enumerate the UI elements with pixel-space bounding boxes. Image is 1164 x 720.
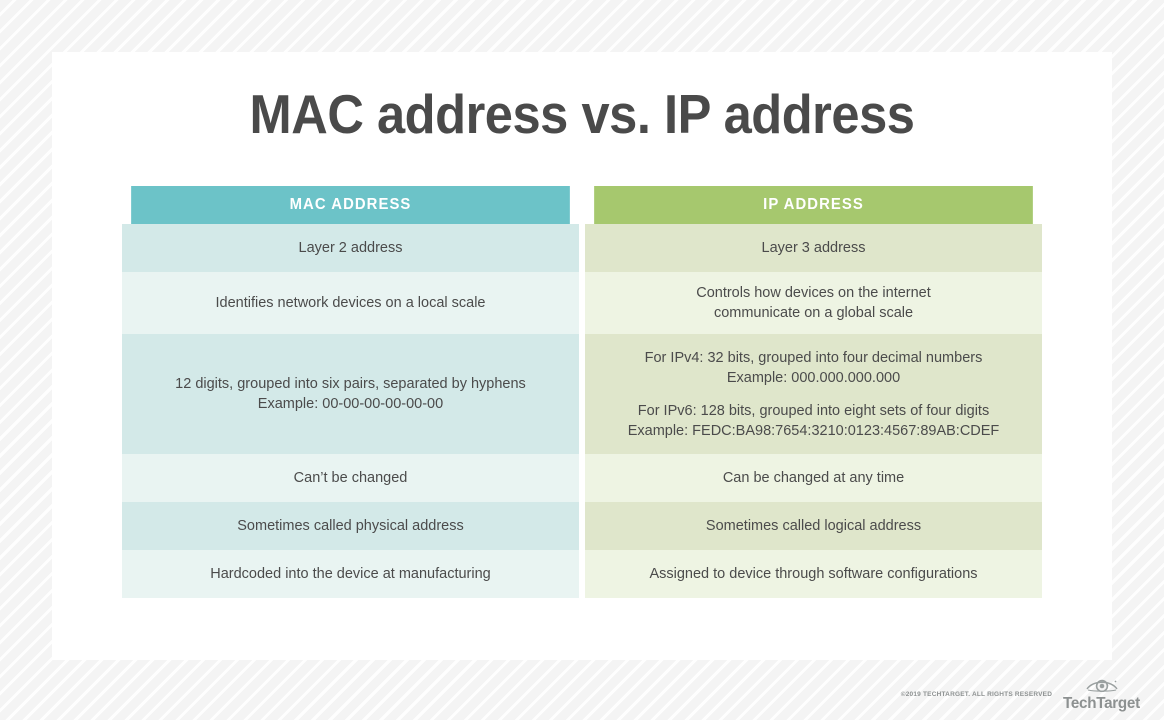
comparison-table: MAC ADDRESS Layer 2 address Identifies n… (122, 186, 1042, 598)
cell-line: For IPv4: 32 bits, grouped into four dec… (644, 349, 983, 386)
infographic-card: MAC address vs. IP address MAC ADDRESS L… (52, 52, 1112, 660)
table-cell: Assigned to device through software conf… (585, 550, 1042, 598)
table-cell: Sometimes called logical address (585, 502, 1042, 550)
techtarget-logo: TechTarget (1061, 677, 1142, 712)
cell-line: Sometimes called physical address (237, 518, 464, 534)
cell-line: Assigned to device through software conf… (649, 566, 978, 582)
copyright-notice: ©2019 TECHTARGET. ALL RIGHTS RESERVED (900, 691, 1053, 698)
cell-line: Identifies network devices on a local sc… (215, 295, 486, 311)
table-cell: Layer 2 address (122, 224, 579, 272)
column-header-ip-address: IP ADDRESS (594, 186, 1033, 224)
table-cell: Layer 3 address (585, 224, 1042, 272)
cell-line: Layer 2 address (298, 240, 403, 256)
table-cell: Can be changed at any time (585, 454, 1042, 502)
column-ip-address: IP ADDRESS Layer 3 address Controls how … (585, 186, 1042, 598)
table-cell: Identifies network devices on a local sc… (122, 272, 579, 334)
column-header-mac-address: MAC ADDRESS (131, 186, 570, 224)
cell-line: Can be changed at any time (722, 470, 905, 486)
table-cell: Hardcoded into the device at manufacturi… (122, 550, 579, 598)
cell-line: For IPv6: 128 bits, grouped into eight s… (627, 402, 1000, 439)
cell-line: Can’t be changed (293, 470, 408, 486)
column-mac-address: MAC ADDRESS Layer 2 address Identifies n… (122, 186, 579, 598)
cell-line: Sometimes called logical address (705, 518, 922, 534)
page-title: MAC address vs. IP address (249, 83, 915, 145)
cell-line: 12 digits, grouped into six pairs, separ… (175, 376, 526, 412)
cell-line: Layer 3 address (761, 240, 866, 256)
eye-icon (1085, 677, 1119, 697)
table-cell: 12 digits, grouped into six pairs, separ… (122, 334, 579, 454)
table-cell: For IPv4: 32 bits, grouped into four dec… (585, 334, 1042, 454)
table-cell: Sometimes called physical address (122, 502, 579, 550)
table-cell: Can’t be changed (122, 454, 579, 502)
footer: ©2019 TECHTARGET. ALL RIGHTS RESERVED Te… (901, 677, 1142, 712)
cell-line: Hardcoded into the device at manufacturi… (210, 566, 491, 582)
techtarget-wordmark: TechTarget (1063, 695, 1140, 712)
